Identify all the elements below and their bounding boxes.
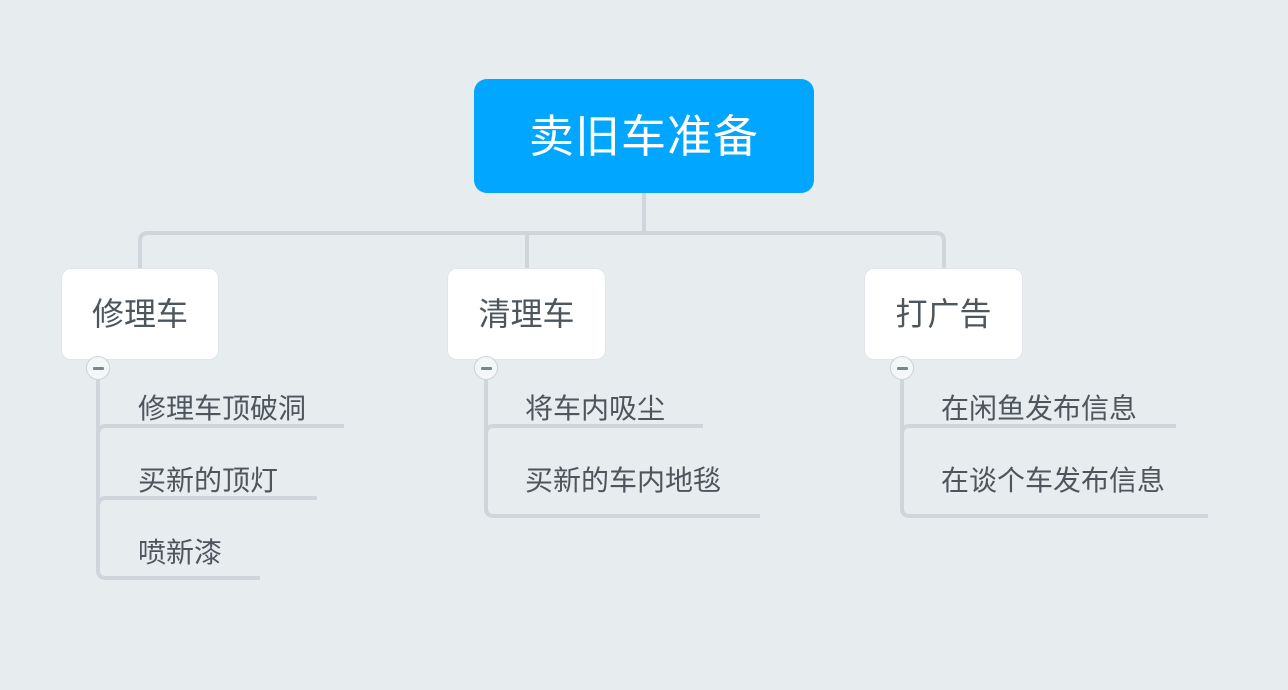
leaf-node-3-1[interactable]: 在闲鱼发布信息 — [941, 387, 1137, 431]
branch-node-2[interactable]: 清理车 — [447, 268, 606, 360]
branch-3-leaf-1-wire — [900, 424, 1176, 435]
leaf-node-3-2-label: 在谈个车发布信息 — [941, 465, 1166, 496]
branch-bus — [138, 231, 946, 268]
minus-icon — [92, 366, 104, 370]
leaf-node-1-3[interactable]: 喷新漆 — [138, 531, 222, 575]
leaf-node-1-2[interactable]: 买新的顶灯 — [138, 459, 278, 503]
collapse-button-branch-1[interactable] — [86, 356, 110, 380]
leaf-node-1-3-label: 喷新漆 — [138, 537, 223, 568]
minus-icon — [896, 366, 908, 370]
root-node[interactable]: 卖旧车准备 — [474, 79, 814, 193]
branch-node-2-label: 清理车 — [478, 296, 575, 332]
collapse-button-branch-2[interactable] — [474, 356, 498, 380]
leaf-node-1-2-label: 买新的顶灯 — [138, 465, 279, 496]
minus-icon — [480, 366, 492, 370]
branch-2-leaf-1-wire — [484, 424, 703, 435]
leaf-node-2-1[interactable]: 将车内吸尘 — [525, 387, 665, 431]
collapse-button-branch-3[interactable] — [890, 356, 914, 380]
leaf-node-2-2-label: 买新的车内地毯 — [525, 465, 722, 496]
branch-1-leaf-1-wire — [96, 424, 344, 435]
branch-2-trunk — [484, 368, 760, 518]
leaf-node-2-2[interactable]: 买新的车内地毯 — [525, 459, 721, 503]
branch-node-1[interactable]: 修理车 — [61, 268, 219, 360]
leaf-node-3-1-label: 在闲鱼发布信息 — [941, 393, 1138, 424]
branch-node-3[interactable]: 打广告 — [864, 268, 1023, 360]
leaf-node-2-1-label: 将车内吸尘 — [525, 393, 666, 424]
root-node-label: 卖旧车准备 — [528, 110, 759, 162]
branch-node-3-label: 打广告 — [895, 296, 992, 332]
leaf-node-3-2[interactable]: 在谈个车发布信息 — [941, 459, 1165, 503]
leaf-node-1-1-label: 修理车顶破洞 — [138, 393, 307, 424]
leaf-node-1-1[interactable]: 修理车顶破洞 — [138, 387, 306, 431]
branch-node-1-label: 修理车 — [91, 296, 188, 332]
branch-3-trunk — [900, 368, 1208, 518]
branch-1-leaf-2-wire — [96, 496, 317, 507]
branch-1-trunk — [96, 368, 260, 580]
